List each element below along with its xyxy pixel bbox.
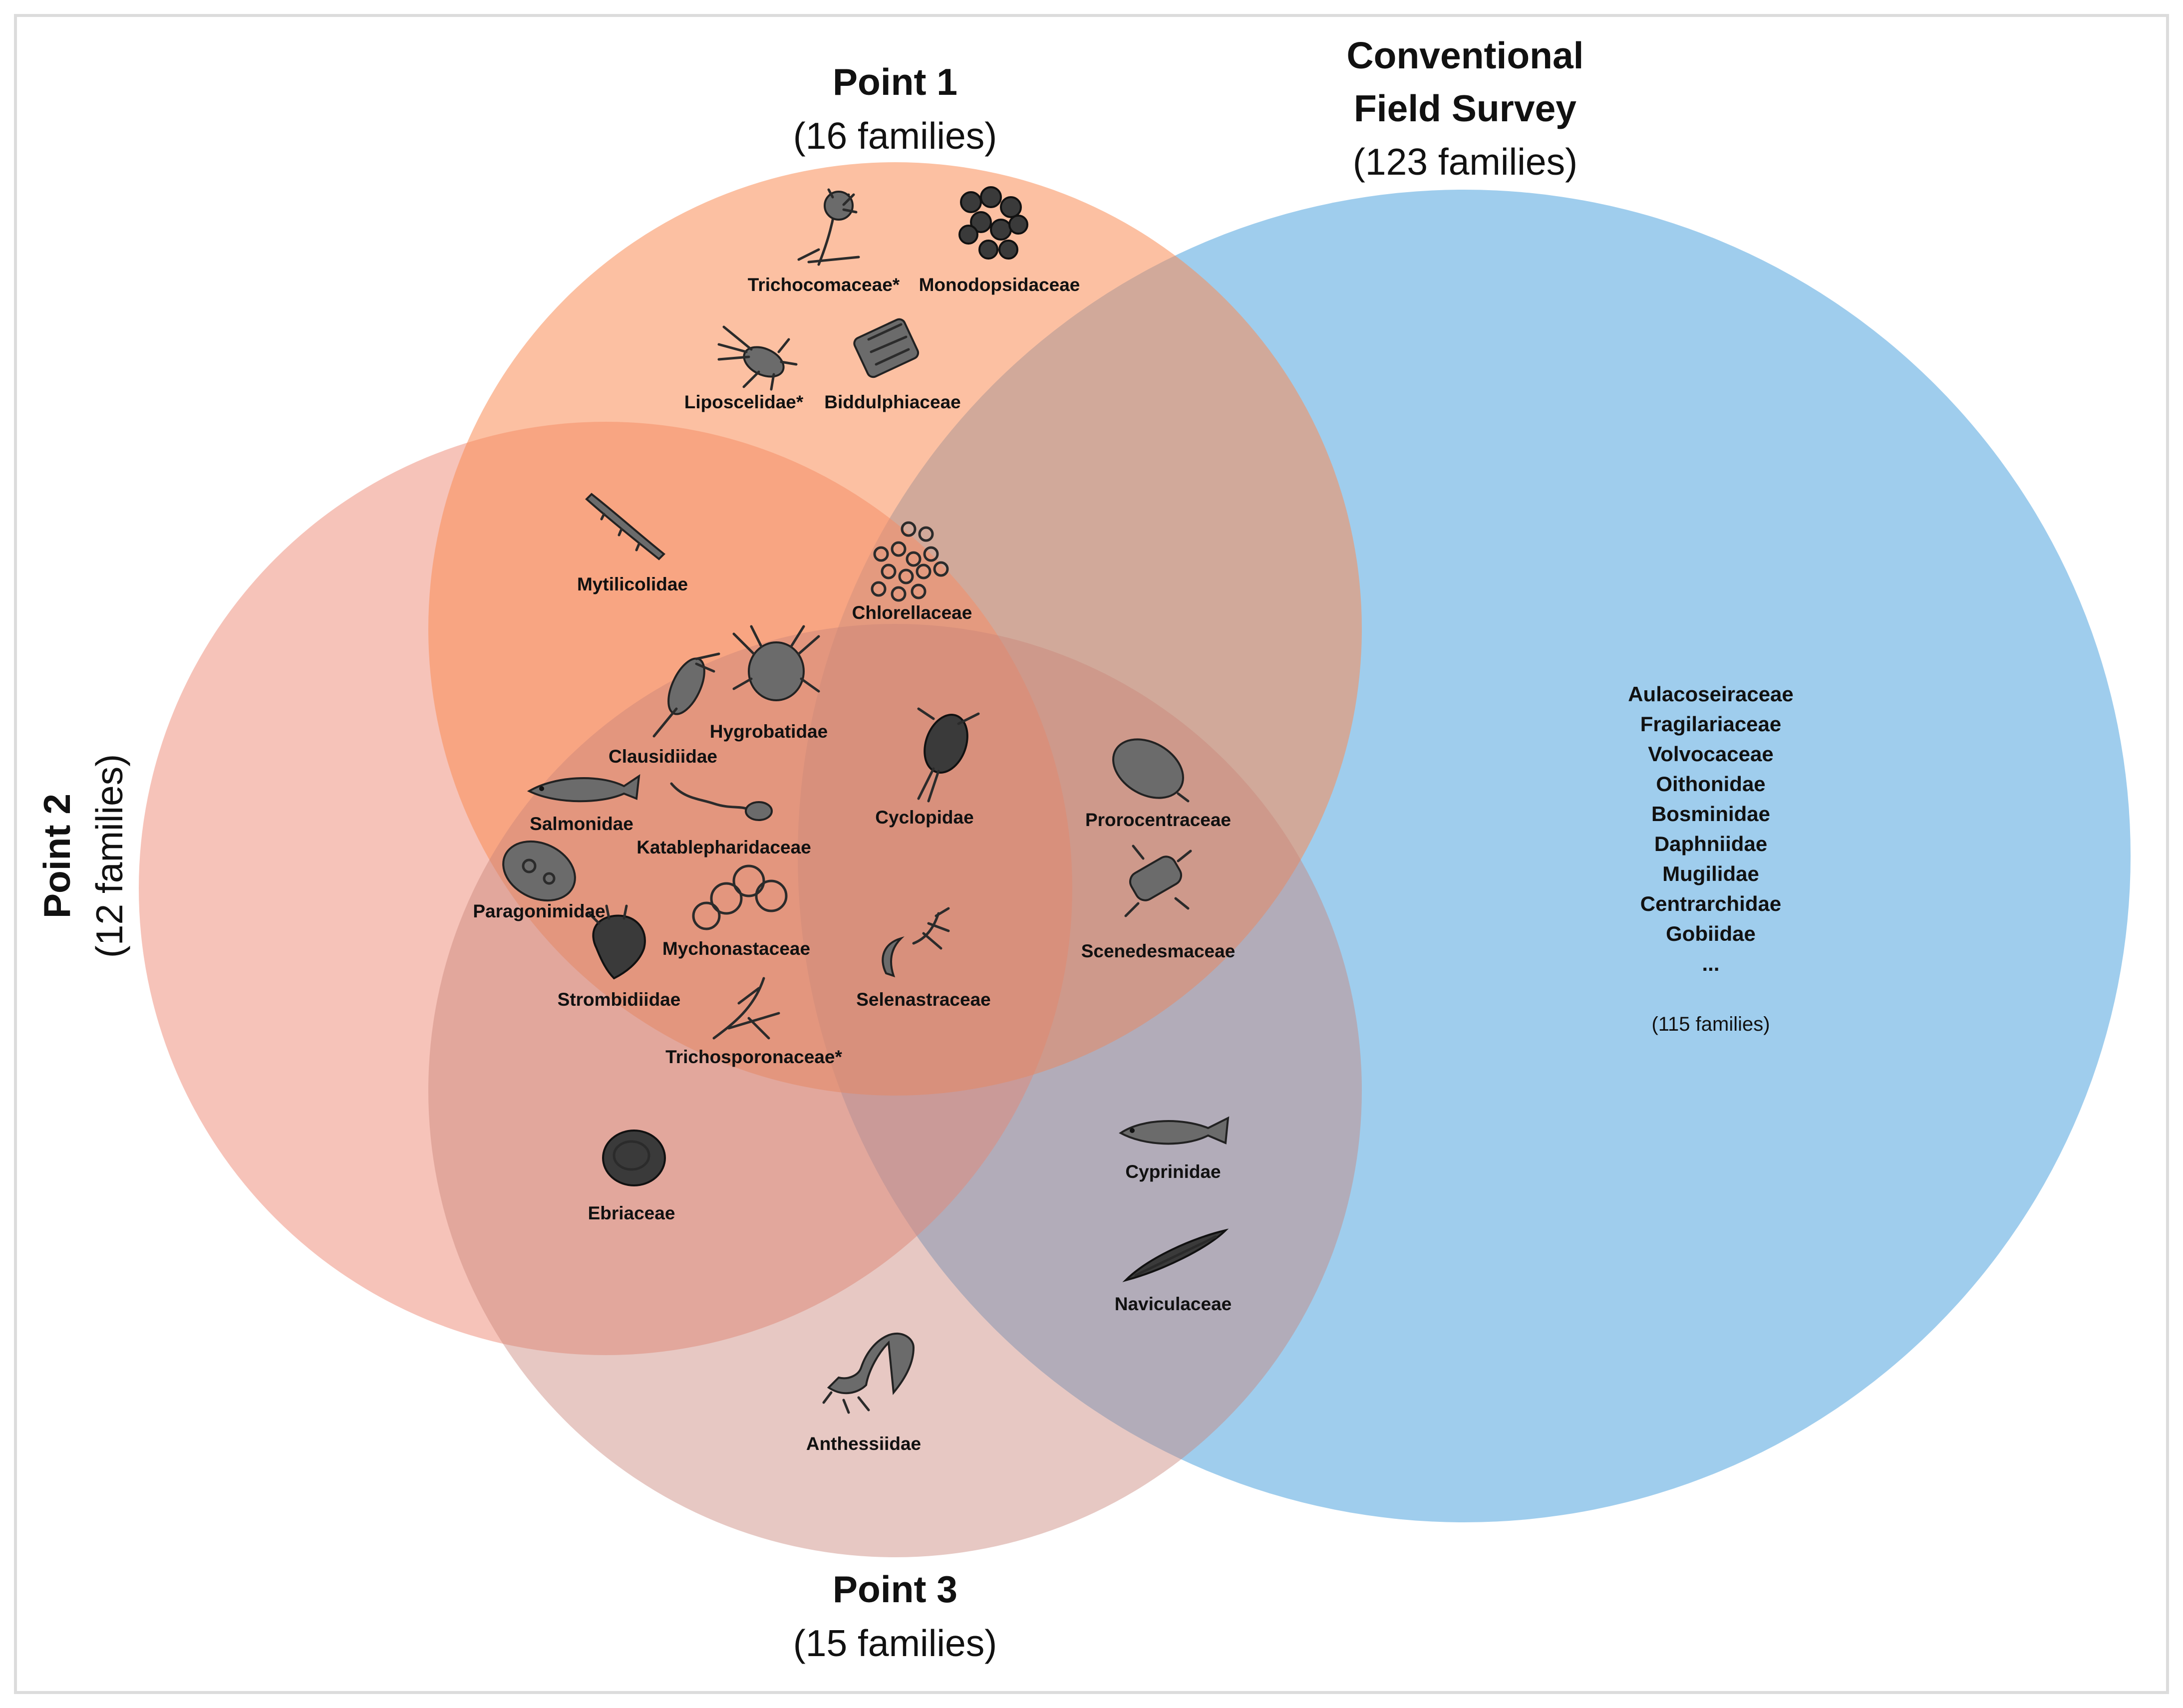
conventional-count: (123 families): [1353, 141, 1577, 183]
conventional-title-line1: Conventional: [1346, 34, 1583, 76]
copepod-icon: [652, 652, 720, 738]
family-label-trichocomaceae: Trichocomaceae*: [748, 275, 900, 295]
family-label-mytilicolidae: Mytilicolidae: [577, 574, 688, 594]
dinoflagellate-icon: [1112, 738, 1190, 803]
scenedesmus-icon: [1124, 845, 1192, 917]
point-3-title: Point 3: [833, 1568, 957, 1610]
green-algae-icon: [871, 521, 949, 602]
salmon-icon: [527, 774, 640, 803]
family-label-biddulphiaceae: Biddulphiaceae: [824, 392, 960, 412]
family-label-prorocentraceae: Prorocentraceae: [1085, 810, 1231, 830]
yeast-hyphae-icon: [712, 977, 780, 1040]
parasitic-crustacean-icon: [822, 1332, 915, 1414]
point-2-count: (12 families): [88, 754, 130, 958]
conventional-title-line2: Field Survey: [1354, 87, 1576, 129]
point-1-title: Point 1: [833, 61, 957, 103]
list-item: ...: [1702, 952, 1719, 975]
family-label-naviculaceae: Naviculaceae: [1115, 1294, 1232, 1314]
family-label-scenedesmaceae: Scenedesmaceae: [1081, 941, 1236, 961]
spherical-cells-icon: [692, 864, 788, 930]
parasitic-copepod-icon: [585, 493, 665, 561]
family-label-cyclopidae: Cyclopidae: [875, 807, 973, 828]
ciliate-icon: [588, 904, 646, 980]
list-item: Volvocaceae: [1648, 742, 1773, 766]
family-label-paragonimidae: Paragonimidae: [473, 901, 605, 921]
list-item: Aulacoseiraceae: [1628, 682, 1794, 706]
water-mite-icon: [732, 625, 820, 701]
lung-fluke-icon: [502, 840, 576, 902]
family-label-anthessiidae: Anthessiidae: [806, 1433, 921, 1454]
family-label-monodopsidaceae: Monodopsidaceae: [919, 275, 1080, 295]
family-label-liposcelidae: Liposcelidae*: [684, 392, 804, 412]
diatom-chain-icon: [853, 318, 920, 378]
family-label-clausidiidae: Clausidiidae: [609, 746, 717, 767]
crescent-algae-icon: [882, 907, 950, 978]
family-label-chlorellaceae: Chlorellaceae: [852, 602, 972, 623]
pennate-diatom-icon: [1122, 1228, 1229, 1282]
ebriid-icon: [602, 1130, 666, 1186]
organism-icons: [502, 186, 1230, 1414]
family-label-trichosporonaceae: Trichosporonaceae*: [665, 1047, 842, 1067]
point-1-count: (16 families): [793, 115, 997, 157]
algae-cells-icon: [958, 186, 1028, 260]
circle-point-1: [428, 162, 1362, 1096]
family-label-selenastraceae: Selenastraceae: [856, 989, 990, 1010]
conventional-family-list: Aulacoseiraceae Fragilariaceae Volvocace…: [1628, 682, 1794, 1035]
list-item: Centrarchidae: [1640, 892, 1781, 915]
carp-icon: [1119, 1116, 1230, 1145]
flagellate-icon: [670, 782, 773, 821]
family-label-katablepharidaceae: Katablepharidaceae: [636, 837, 811, 857]
family-label-cyprinidae: Cyprinidae: [1125, 1161, 1221, 1182]
set-labels: Point 1 (16 families) Conventional Field…: [36, 34, 1584, 1664]
cyclopoid-copepod-icon: [917, 707, 980, 803]
list-note: (115 families): [1651, 1013, 1770, 1035]
list-item: Oithonidae: [1656, 772, 1765, 796]
point-3-count: (15 families): [793, 1622, 997, 1664]
list-item: Bosminidae: [1651, 802, 1770, 826]
point-2-title: Point 2: [36, 794, 78, 918]
family-label-mychonastaceae: Mychonastaceae: [662, 938, 810, 959]
booklouse-icon: [717, 325, 798, 391]
list-item: Mugilidae: [1662, 862, 1759, 885]
family-label-strombidiidae: Strombidiidae: [558, 989, 681, 1010]
set-circles: [139, 162, 2131, 1557]
family-label-salmonidae: Salmonidae: [530, 814, 633, 834]
list-item: Gobiidae: [1666, 922, 1756, 945]
family-label-hygrobatidae: Hygrobatidae: [710, 721, 828, 742]
family-labels: Trichocomaceae* Monodopsidaceae Liposcel…: [473, 275, 1235, 1454]
list-item: Fragilariaceae: [1640, 712, 1782, 736]
fungus-icon: [797, 188, 860, 266]
family-label-ebriaceae: Ebriaceae: [588, 1203, 675, 1223]
list-item: Daphniidae: [1654, 832, 1767, 855]
circle-point-3: [428, 624, 1362, 1557]
